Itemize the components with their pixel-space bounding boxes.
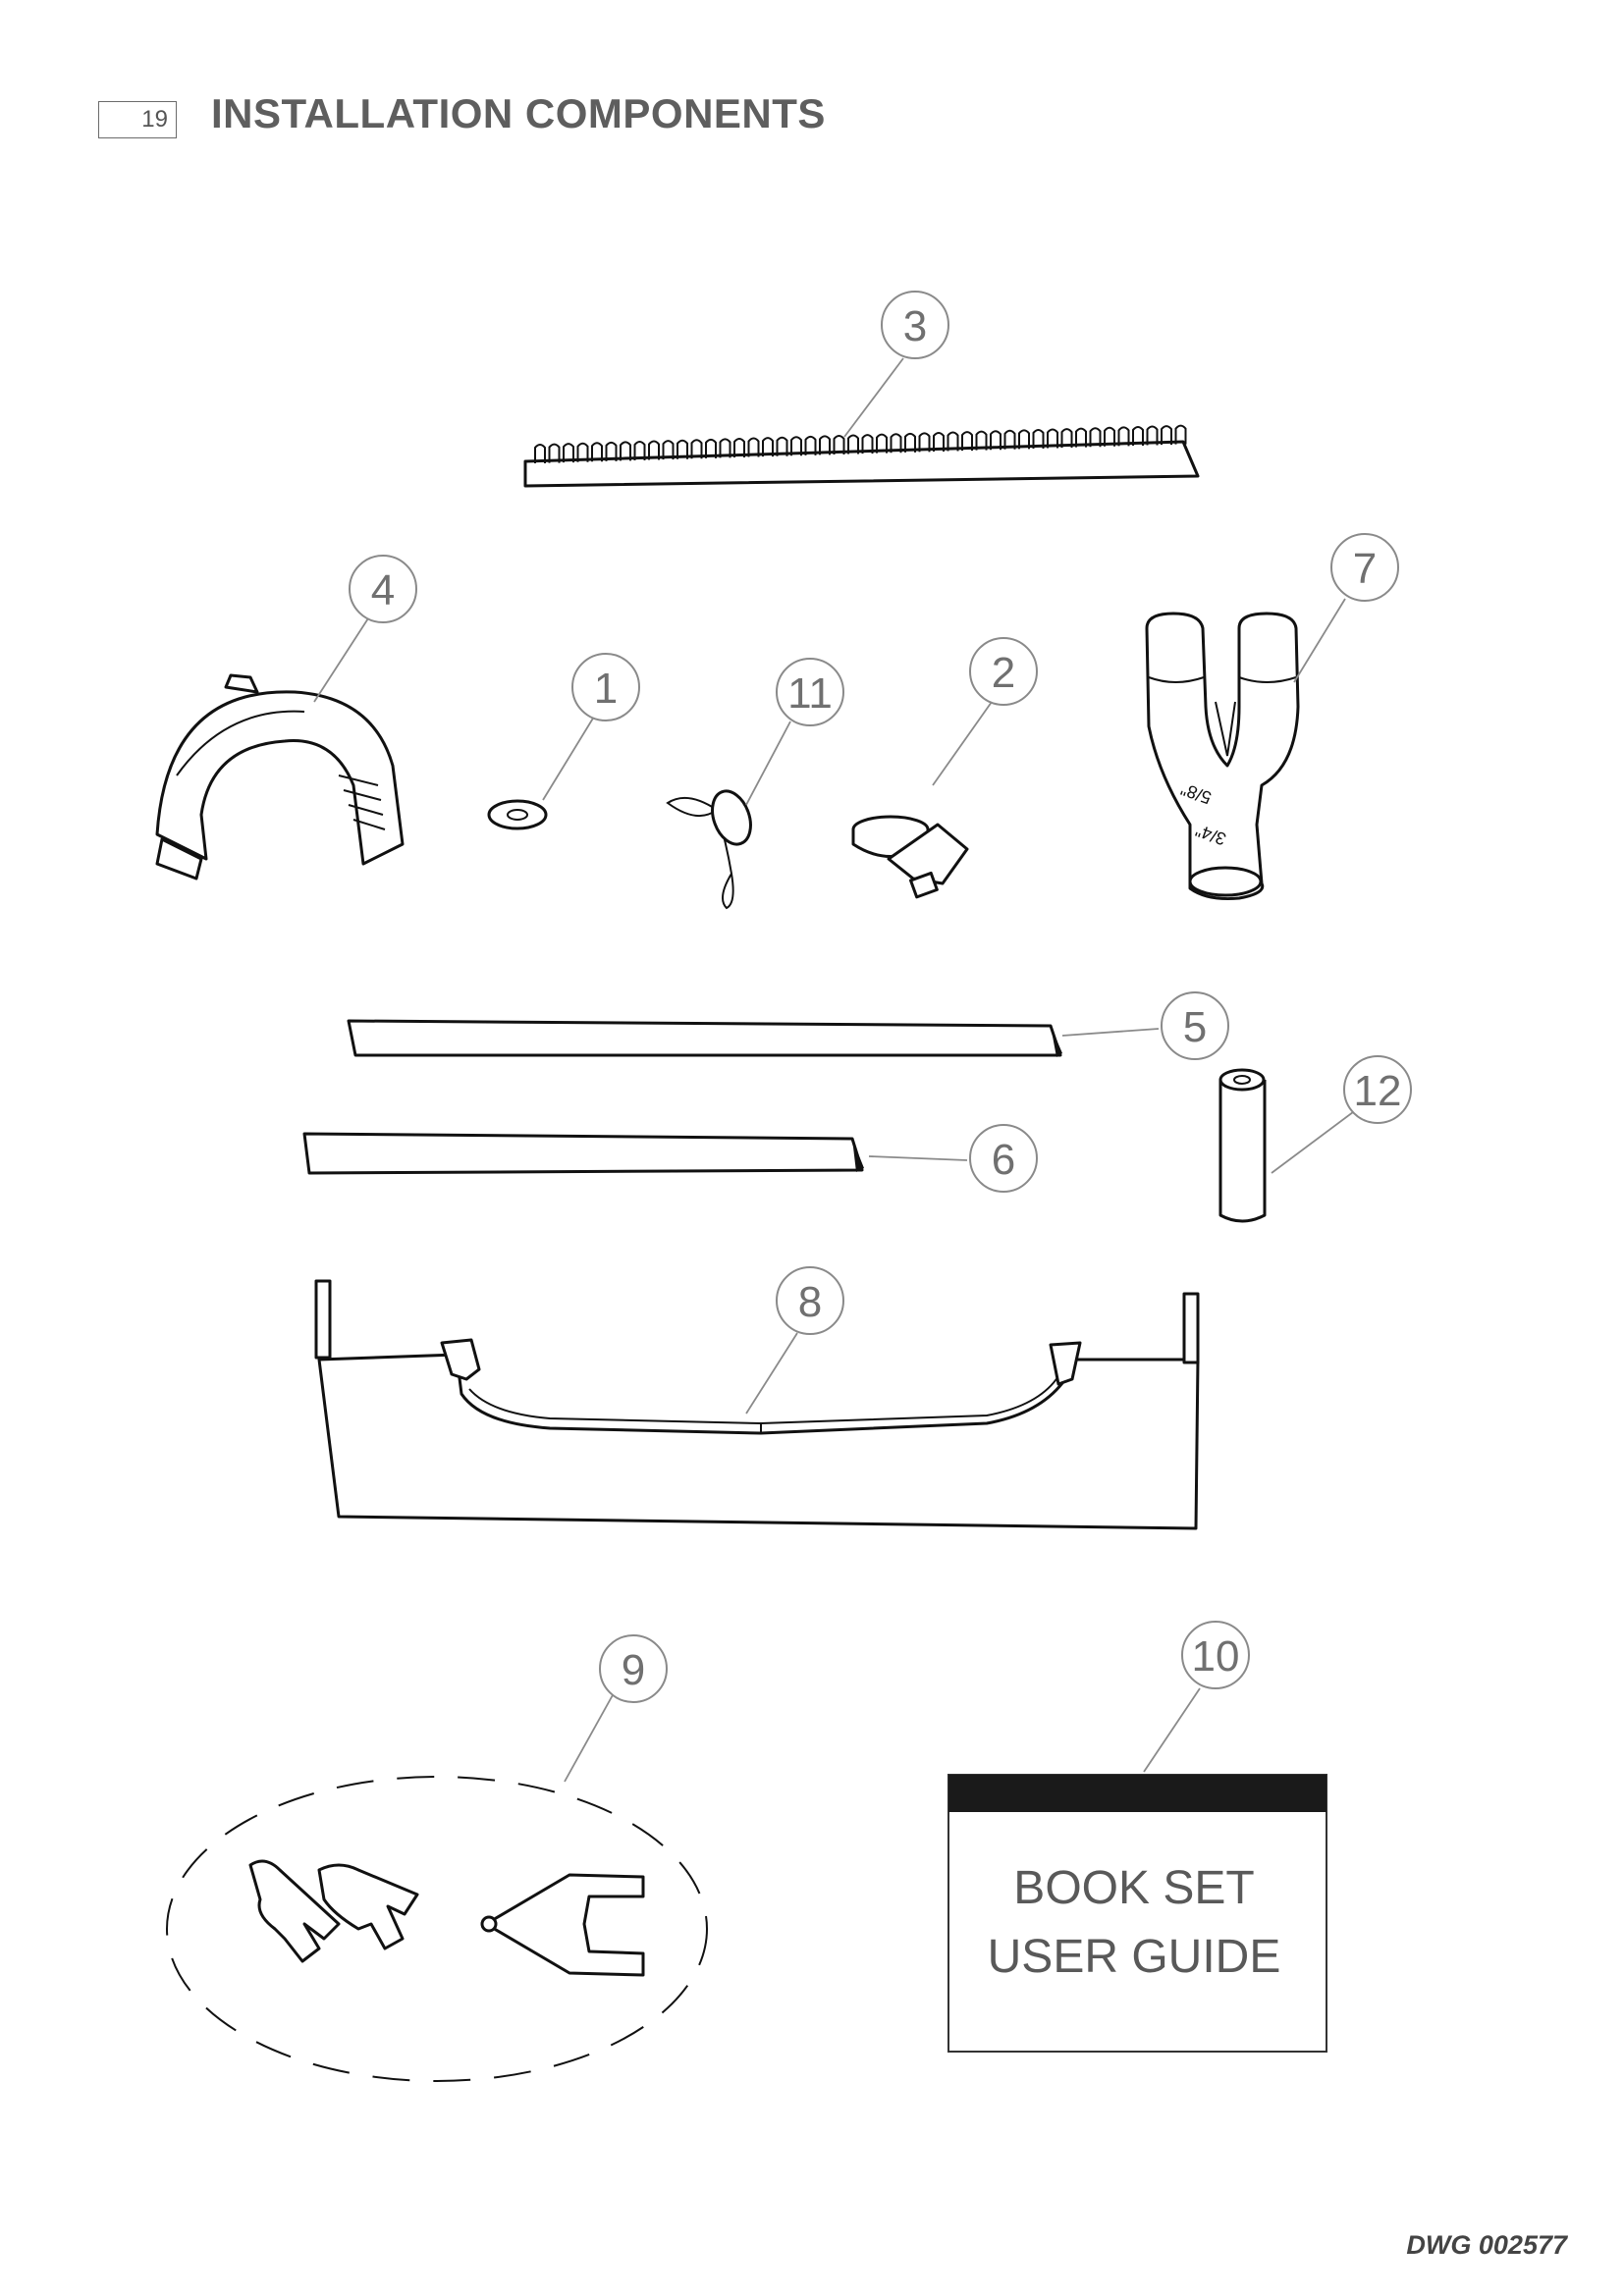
comb-tooth — [933, 431, 945, 452]
comb-tooth — [1174, 424, 1187, 445]
part-7-y-elbow: 5/8" 3/4" 7 — [1145, 533, 1399, 900]
part-3-comb-strip: 3 — [523, 291, 1200, 488]
comb-tooth — [776, 436, 788, 456]
comb-tooth — [1161, 425, 1172, 446]
callout-8 — [776, 1266, 844, 1335]
callout-12 — [1343, 1055, 1412, 1124]
comb-tooth — [662, 440, 675, 460]
callout-label-12: 12 — [1354, 1067, 1402, 1115]
comb-tooth — [1132, 425, 1144, 446]
comb-tooth — [804, 435, 817, 455]
user-guide-label: USER GUIDE — [987, 1931, 1281, 1983]
part-5-strip: 5 — [347, 991, 1229, 1060]
comb-tooth — [847, 434, 859, 454]
comb-tooth — [1075, 427, 1087, 448]
comb-tooth — [1018, 429, 1030, 450]
comb-tooth — [733, 437, 745, 457]
callout-7 — [1330, 533, 1399, 602]
comb-tooth — [534, 444, 546, 463]
callout-6 — [969, 1124, 1038, 1193]
comb-tooth — [1047, 428, 1058, 449]
callout-label-9: 9 — [622, 1646, 645, 1694]
comb-tooth — [705, 438, 717, 458]
page-title: INSTALLATION COMPONENTS — [211, 90, 826, 136]
part-4-bracket: 4 — [155, 555, 417, 881]
comb-tooth — [576, 442, 589, 462]
callout-label-6: 6 — [992, 1136, 1015, 1184]
page-number: 19 — [98, 101, 177, 138]
comb-tooth — [790, 436, 802, 456]
comb-tooth — [548, 443, 561, 463]
callout-label-7: 7 — [1353, 545, 1377, 593]
comb-tooth — [961, 431, 973, 452]
comb-tooth — [819, 435, 831, 455]
comb-tooth — [975, 430, 988, 451]
callout-label-1: 1 — [594, 665, 618, 713]
part-9-brackets: 9 — [166, 1634, 708, 2082]
callout-label-11: 11 — [787, 669, 833, 718]
comb-tooth — [762, 437, 774, 457]
callout-label-8: 8 — [798, 1278, 822, 1326]
comb-tooth — [904, 432, 916, 453]
comb-tooth — [1104, 426, 1115, 447]
callout-9 — [599, 1634, 668, 1703]
comb-tooth — [677, 439, 688, 459]
part-2-hose-clamp: 2 — [851, 637, 1038, 899]
callout-4 — [349, 555, 417, 623]
comb-tooth — [690, 439, 703, 459]
callout-2 — [969, 637, 1038, 706]
callout-1 — [571, 653, 640, 721]
drawing-number: DWG 002577 — [1406, 2230, 1567, 2260]
callout-11 — [776, 658, 844, 726]
comb-tooth — [648, 440, 660, 460]
callout-5 — [1161, 991, 1229, 1060]
comb-tooth — [1060, 428, 1073, 449]
comb-tooth — [605, 441, 618, 461]
comb-tooth — [876, 433, 888, 454]
comb-tooth — [990, 430, 1001, 451]
part-6-strip: 6 — [302, 1124, 1038, 1193]
callout-label-3: 3 — [903, 302, 927, 350]
callout-10 — [1181, 1621, 1250, 1689]
comb-tooth — [563, 443, 574, 463]
comb-tooth — [833, 434, 845, 454]
comb-tooth — [1117, 426, 1130, 447]
comb-tooth — [918, 432, 931, 453]
part-11-tag: 11 — [666, 658, 844, 910]
part-10-book-set: 10 — [947, 1621, 1327, 2053]
callout-label-4: 4 — [371, 566, 395, 614]
callout-label-10: 10 — [1192, 1632, 1240, 1681]
comb-tooth — [1146, 425, 1159, 446]
part-1-washer: 1 — [487, 653, 640, 830]
comb-tooth — [591, 442, 603, 462]
comb-tooth — [747, 437, 760, 457]
comb-tooth — [861, 434, 874, 454]
comb-tooth — [1003, 429, 1016, 450]
comb-tooth — [719, 438, 731, 458]
comb-tooth — [1089, 427, 1102, 448]
comb-tooth — [620, 441, 631, 461]
callout-3 — [881, 291, 949, 359]
comb-tooth — [633, 441, 646, 460]
book-set-label: BOOK SET — [1013, 1862, 1255, 1914]
comb-tooth — [947, 431, 959, 452]
comb-tooth — [1032, 428, 1045, 449]
comb-tooth — [890, 433, 902, 454]
part-8-kick-plate: 8 — [314, 1266, 1200, 1530]
callout-label-2: 2 — [992, 649, 1015, 697]
callout-label-5: 5 — [1183, 1003, 1207, 1051]
part-12-spacer: 12 — [1218, 1055, 1412, 1223]
